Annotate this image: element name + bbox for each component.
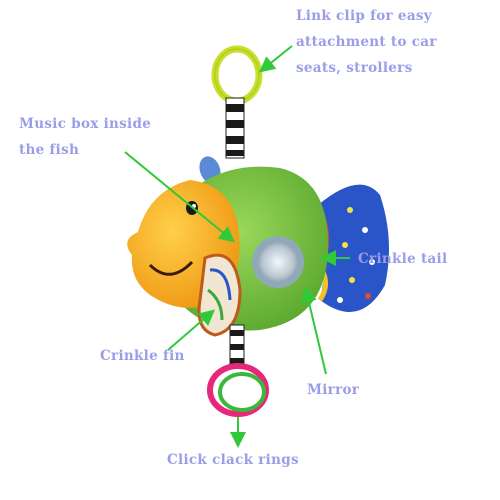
fish-smile <box>148 260 194 276</box>
arrow-link-clip <box>258 45 293 73</box>
label-click-clack-rings: Click clack rings <box>167 452 299 468</box>
callout-arrows <box>124 45 350 448</box>
arrow-music-box <box>124 151 236 243</box>
arrow-crinkle-fin <box>167 309 216 351</box>
crinkle-fin <box>197 253 242 337</box>
label-music-box: Music box inside the fish <box>19 116 152 158</box>
lower-ribbon <box>229 324 245 368</box>
label-mirror: Mirror <box>307 382 360 398</box>
label-crinkle-tail: Crinkle tail <box>358 251 448 267</box>
label-link-clip: Link clip for easy attachment to car sea… <box>296 8 437 76</box>
label-crinkle-fin: Crinkle fin <box>100 348 185 364</box>
ribbon-strap <box>225 97 245 159</box>
click-clack-rings <box>207 363 269 417</box>
arrow-mirror <box>300 286 327 375</box>
link-clip <box>211 45 263 105</box>
mirror <box>252 236 304 288</box>
